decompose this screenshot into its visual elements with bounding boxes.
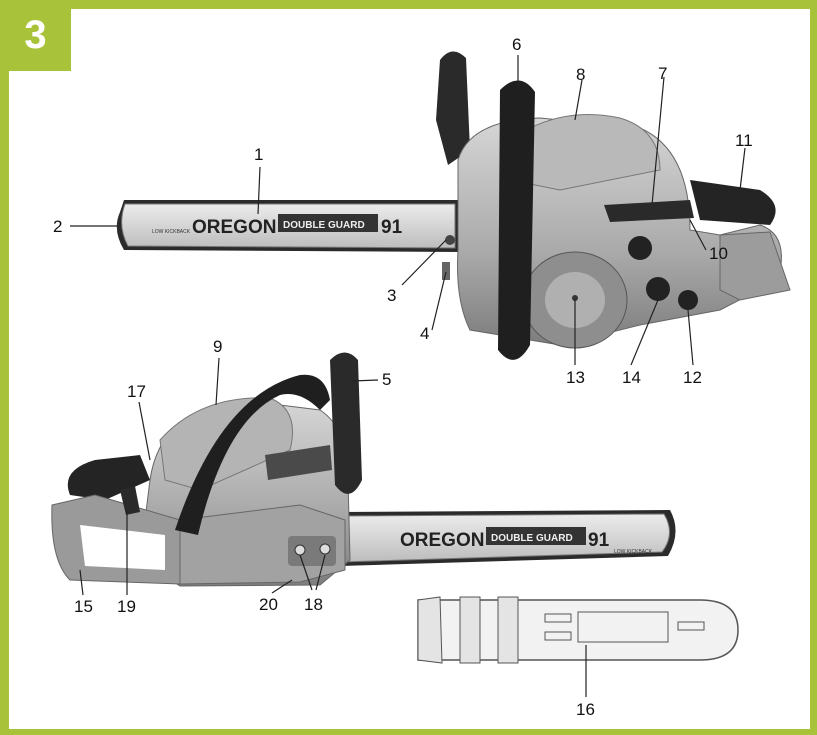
callout-11: 11 [735,131,753,150]
rear-handle-grip-bottom [67,455,150,500]
callout-20: 20 [259,595,278,614]
double-guard-label-top [278,214,378,232]
callout-8: 8 [576,65,586,84]
double-guard-label-bottom [486,527,586,545]
callout-9: 9 [213,337,223,356]
bar-cover-slot-2 [544,631,572,641]
callout-1: 1 [254,145,264,164]
frame-top-border [0,0,817,9]
frame-left-border [0,0,9,735]
chain-brake-guard-bottom [330,352,362,494]
callout-13: 13 [566,368,585,387]
rear-handle-opening-bottom [80,525,165,570]
callout-6: 6 [512,35,522,54]
bar-nut-1-bottom [294,544,306,556]
bar-model-text-top: 91 [381,217,403,238]
bar-cover-window [577,611,669,643]
figure-number-badge: 3 [0,0,71,71]
callout-5: 5 [382,370,392,389]
bar-mount-nut-top [445,235,455,245]
callout-15: 15 [74,597,93,616]
callout-16: 16 [576,700,595,719]
callout-2: 2 [53,217,63,236]
frame-right-border [810,0,817,735]
fuel-cap-top [646,277,670,301]
oil-cap-top [678,290,698,310]
low-kickback-text-top: LOW KICKBACK [152,229,191,235]
rear-handle-grip-top [690,180,776,225]
callout-12: 12 [683,368,702,387]
callout-leader-lines [70,55,746,697]
rear-handle-frame-top [719,231,791,301]
bar-brand-text-bottom: OREGON [400,530,484,551]
bar-cover-segment-3 [497,596,519,664]
bar-nut-2-bottom [319,543,331,555]
throttle-lever-top [604,200,694,222]
bar-product-text-top: DOUBLE GUARD [283,220,365,231]
chain-brake-lever-top [436,51,470,165]
bar-cover-slot-3 [677,621,705,631]
front-handle-bottom [175,374,330,535]
callout-17: 17 [127,382,146,401]
chain-tensioner-top [442,262,450,280]
callout-3: 3 [387,286,397,305]
callout-19: 19 [117,597,136,616]
callout-14: 14 [622,368,641,387]
low-kickback-text-bottom: LOW KICKBACK [614,549,653,555]
bar-product-text-bottom: DOUBLE GUARD [491,533,573,544]
throttle-trigger-bottom [120,486,140,515]
starter-center-top [572,295,578,301]
top-cover-top [509,113,661,191]
callout-7: 7 [658,64,668,83]
bar-brand-text-top: OREGON [192,217,276,238]
side-vents-bottom [265,445,332,480]
callout-4: 4 [420,324,430,343]
chainsaw-top-view: OREGON DOUBLE GUARD 91 LOW KICKBACK [116,51,791,360]
front-handle-top [498,80,535,360]
callout-10: 10 [709,244,728,263]
frame-bottom-border [0,729,817,735]
bar-cover-slot-1 [544,613,572,623]
bar-model-text-bottom: 91 [588,530,610,551]
choke-knob-top [628,236,652,260]
bar-cover-segment-2 [459,596,481,664]
bar-cover-segment-1 [417,596,443,664]
callout-18: 18 [304,595,323,614]
guide-bar-cover [417,596,739,664]
